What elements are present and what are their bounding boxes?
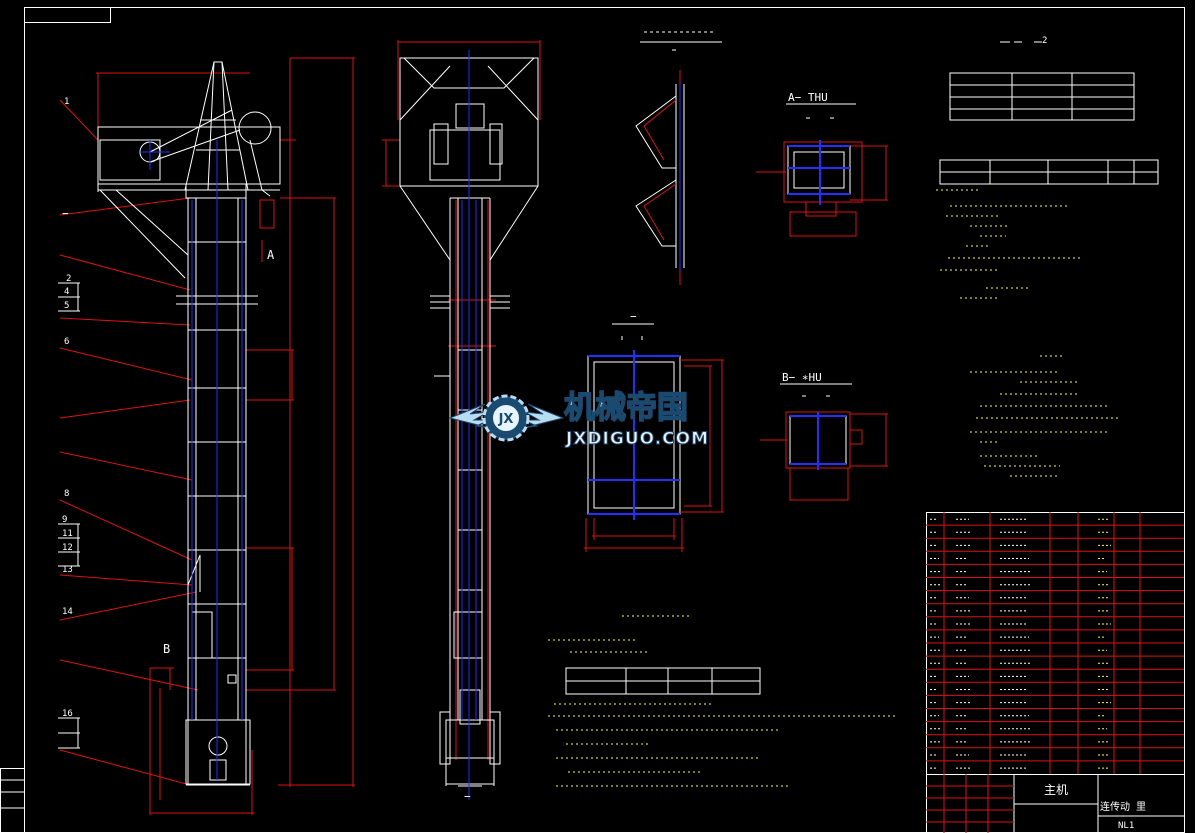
title-block-subtitle: 连传动 里 [1100, 800, 1146, 813]
parameter-table-mid [939, 159, 1159, 185]
technical-notes-bottom [548, 615, 896, 787]
front-view-dimensions [96, 57, 355, 815]
title-block-footer: NL1 [1118, 821, 1134, 831]
callout-13: 13 [62, 565, 73, 575]
section-a-marker: A [267, 248, 275, 262]
title-block-text: 主机 连传动 里 NL1 [1044, 783, 1146, 831]
text-labels: A− THU B− ∗HU A B − − − 2 [62, 36, 1047, 803]
casing-section-view [584, 323, 724, 552]
side-ref-label: 2 [1042, 36, 1047, 46]
section-a-view [756, 103, 888, 237]
title-block-title: 主机 [1044, 783, 1068, 797]
callout-1: 1 [64, 97, 69, 107]
parts-list-rows [926, 524, 1184, 762]
elevator-head-structure [97, 61, 281, 279]
callout-6: 6 [64, 337, 69, 347]
front-view-callout-tags [58, 282, 80, 749]
elevator-front-view [58, 57, 355, 815]
watermark-chinese: 机械帝国 [564, 390, 688, 426]
section-b-view [760, 383, 888, 501]
section-view-heading: − [630, 310, 637, 323]
section-a-heading: A− THU [788, 91, 828, 104]
front-view-leaders [59, 99, 199, 786]
elevator-casing [176, 198, 258, 786]
logo-letters: JX [498, 412, 514, 427]
section-b-heading: B− ∗HU [782, 371, 822, 384]
gear-wing-logo-icon: JX [448, 394, 565, 442]
callout-2: 2 [66, 274, 71, 284]
technical-notes-right [936, 189, 1120, 477]
callout-4: 4 [64, 287, 69, 297]
parameter-table-top [949, 41, 1135, 121]
callout-5: 5 [64, 301, 69, 311]
parts-list-table [926, 512, 1185, 833]
bottom-view-mark: − [464, 790, 471, 803]
site-watermark: JX 机械帝国 JXDIGUO.COM [448, 389, 709, 450]
parameter-table-bottom [565, 667, 761, 695]
bucket-detail-view [635, 41, 722, 285]
parts-list-entries [930, 518, 1111, 769]
head-tag: − [62, 207, 69, 220]
section-b-marker: B [163, 642, 170, 656]
callout-11: 11 [62, 529, 73, 539]
front-view-centerlines [140, 140, 243, 780]
callout-8: 8 [64, 489, 69, 499]
callout-12: 12 [62, 543, 73, 553]
elevator-side-view [382, 40, 541, 800]
callout-14: 14 [62, 607, 73, 617]
watermark-url: JXDIGUO.COM [565, 429, 709, 449]
leader-callout-numbers: 1 2 4 5 6 8 9 11 12 13 14 16 [62, 97, 73, 719]
callout-9: 9 [62, 515, 67, 525]
callout-16: 16 [62, 709, 73, 719]
